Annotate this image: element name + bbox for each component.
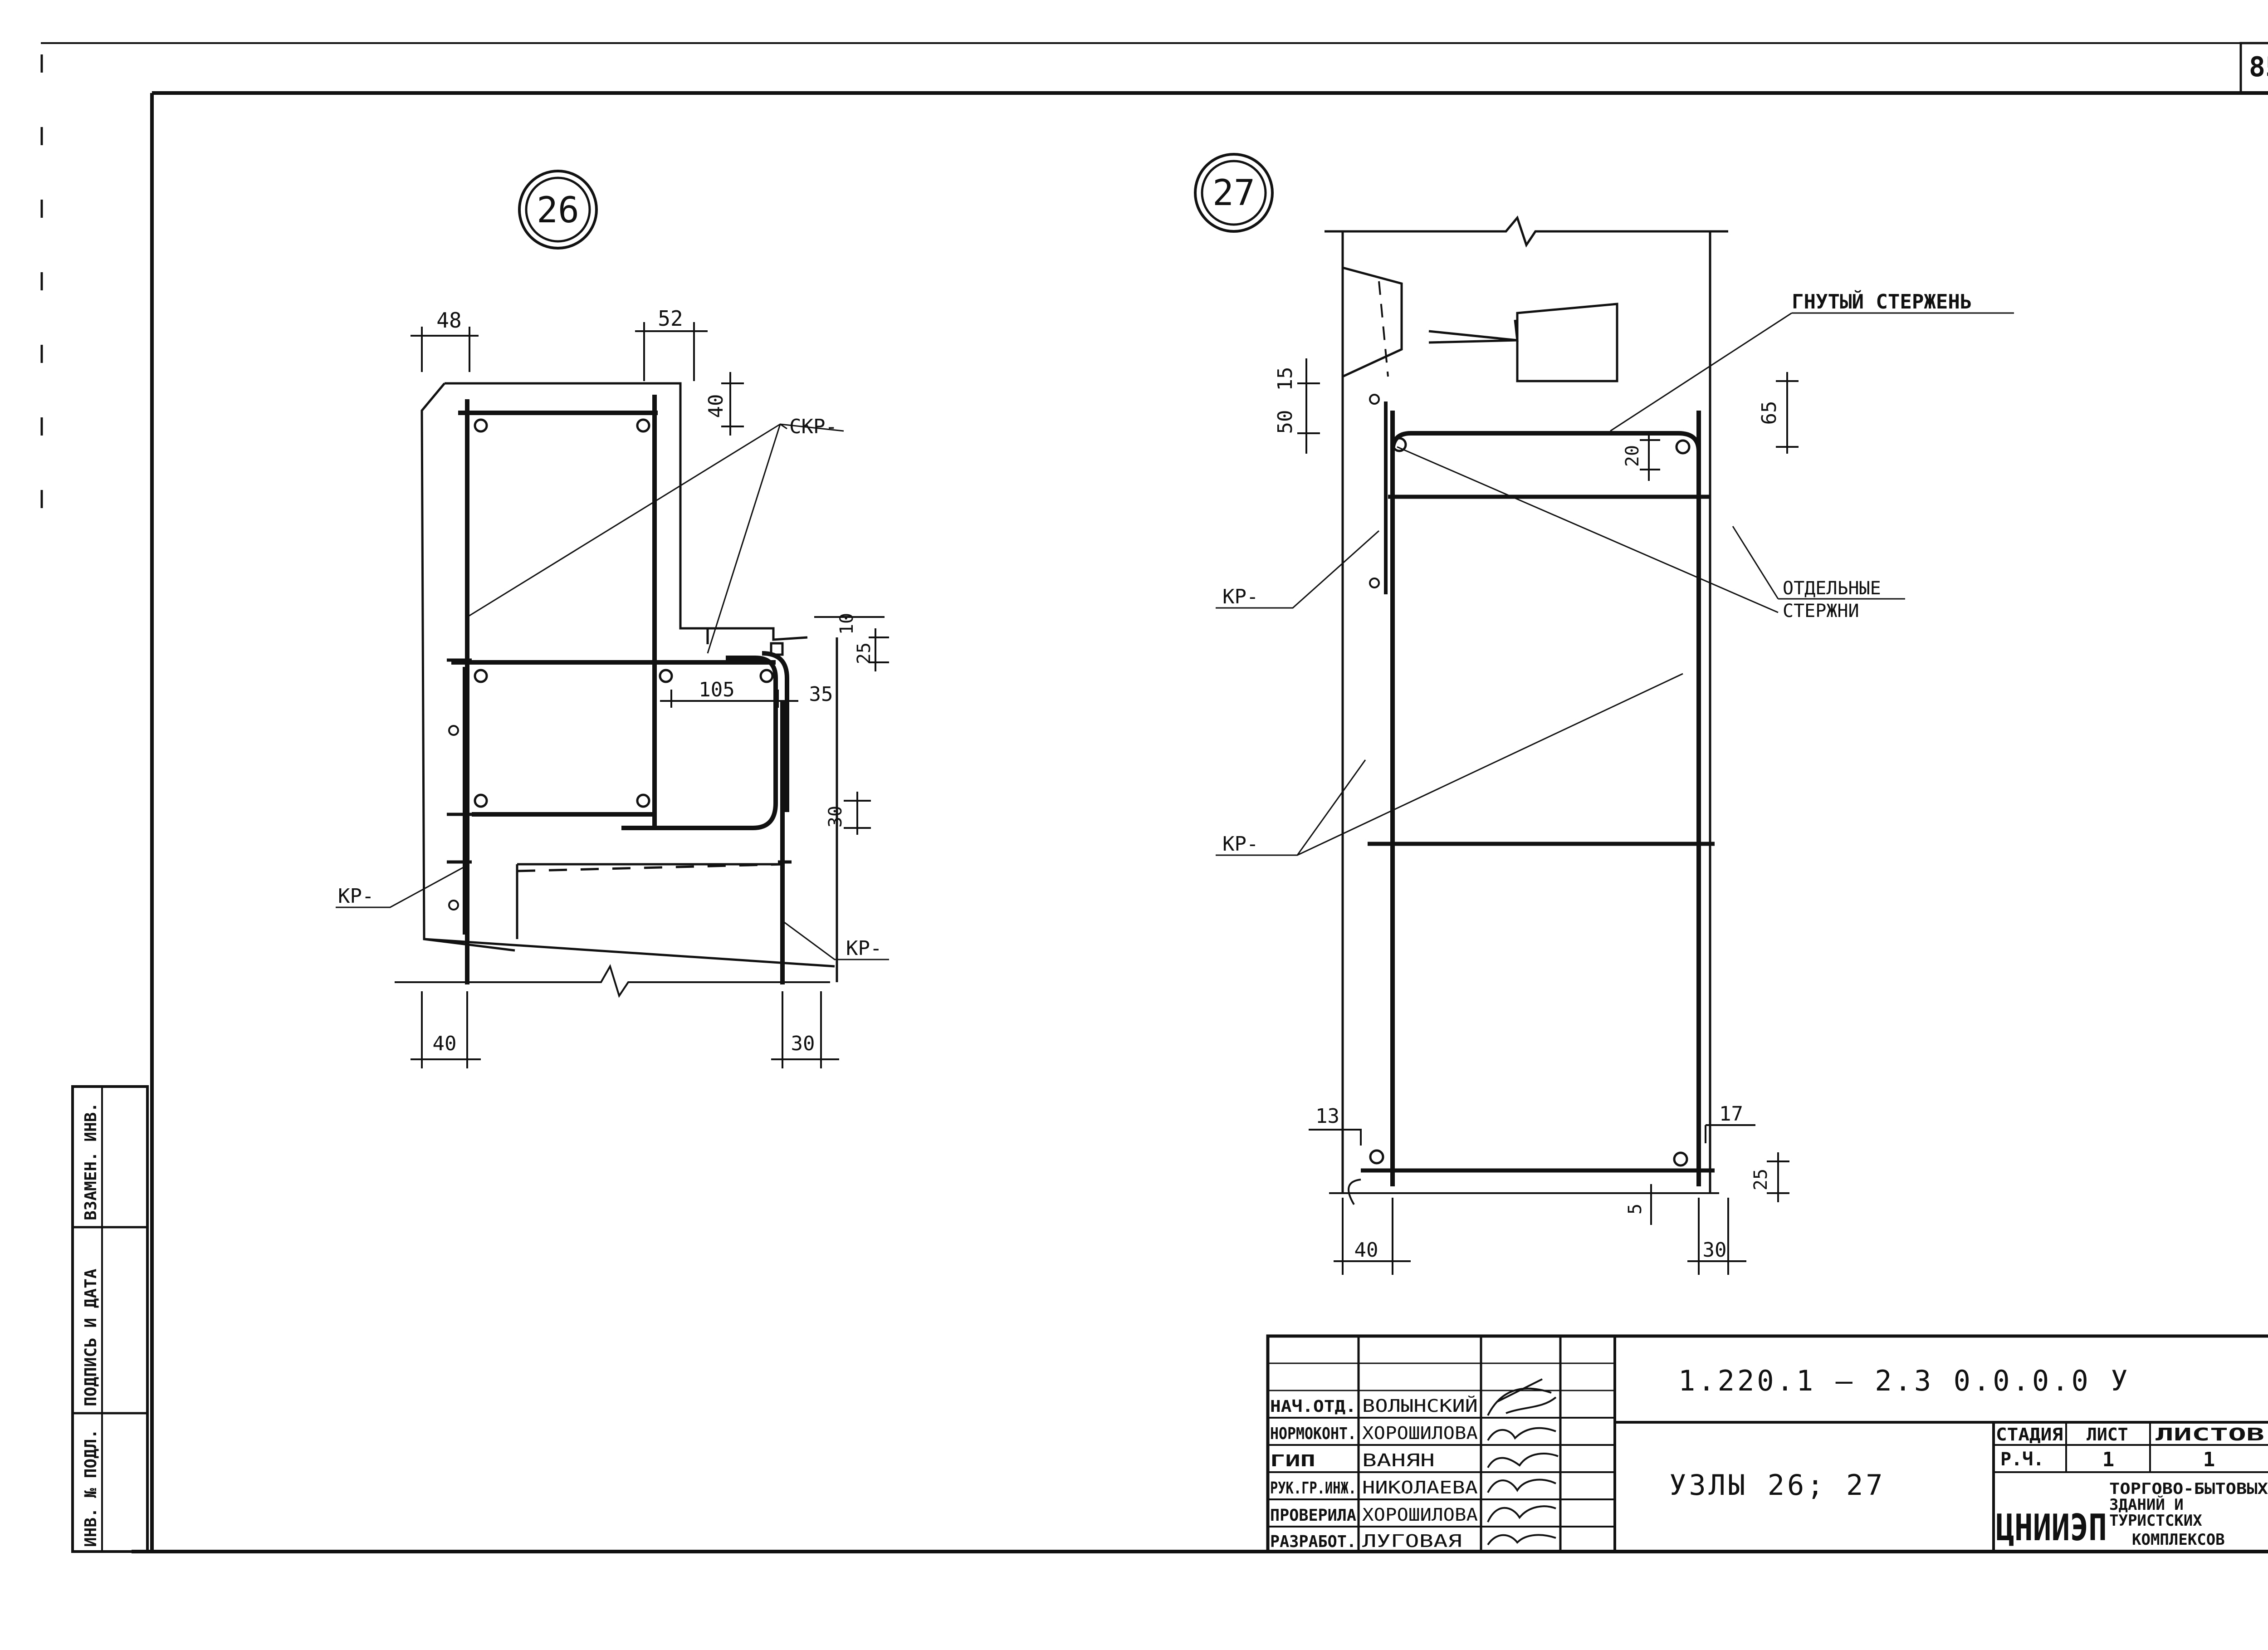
stage-header: СТАДИЯ [1996,1425,2063,1444]
signature-row: НОРМОКОНТ. ХОРОШИЛОВА [1270,1423,1478,1443]
svg-text:30: 30 [1703,1239,1727,1262]
drawing-title: УЗЛЫ 26; 27 [1669,1469,1886,1502]
svg-text:ВАНЯН: ВАНЯН [1362,1450,1435,1470]
signature-row: НАЧ.ОТД. ВОЛЫНСКИЙ [1270,1396,1478,1416]
svg-text:52: 52 [658,306,683,331]
node-26-callout-skr: СКР- [789,415,837,438]
svg-text:20: 20 [1622,445,1643,467]
node-26-callout-kr-right: КР- [846,937,882,960]
organization-name: ЦНИИЭП [1996,1507,2107,1549]
svg-text:25: 25 [1750,1169,1771,1190]
svg-text:35: 35 [809,683,833,706]
svg-text:30: 30 [791,1032,815,1055]
svg-text:65: 65 [1758,401,1781,425]
svg-text:40: 40 [704,394,728,418]
node-26-label: 26 [518,170,598,250]
sheet-header: ЛИСТ [2087,1425,2128,1444]
svg-text:НИКОЛАЕВА: НИКОЛАЕВА [1362,1478,1478,1498]
organization-desc-1: ТОРГОВО-БЫТОВЫХ [2109,1480,2268,1498]
svg-text:40: 40 [1354,1239,1378,1262]
stamp-inventory-no: ИНВ. № ПОДЛ. [82,1429,100,1547]
svg-text:27: 27 [1212,173,1255,214]
svg-text:10: 10 [836,613,857,635]
signature-row: ГИП ВАНЯН [1270,1450,1435,1470]
node-27-drawing: 27 50 15 65 20 [1194,153,2014,1275]
node-27-callout-separate-1: ОТДЕЛЬНЫЕ [1783,578,1881,599]
svg-text:ХОРОШИЛОВА: ХОРОШИЛОВА [1362,1505,1478,1525]
node-26-drawing: 26 [336,170,889,1068]
node-26-callout-kr-left: КР- [338,885,374,908]
sheets-value: 1 [2203,1448,2215,1471]
svg-text:ЛУГОВАЯ: ЛУГОВАЯ [1362,1531,1462,1551]
organization-desc-4: КОМПЛЕКСОВ [2132,1531,2225,1549]
svg-text:ВОЛЫНСКИЙ: ВОЛЫНСКИЙ [1362,1396,1478,1416]
page-number: 85 [2249,51,2268,83]
svg-text:НАЧ.ОТД.: НАЧ.ОТД. [1270,1397,1356,1416]
signature-row: РУК.ГР.ИНЖ. НИКОЛАЕВА [1270,1478,1478,1498]
node-27-callout-kr-mid: КР- [1222,832,1258,856]
svg-text:50: 50 [1274,410,1297,434]
svg-text:ПРОВЕРИЛА: ПРОВЕРИЛА [1270,1506,1356,1525]
svg-text:РУК.ГР.ИНЖ.: РУК.ГР.ИНЖ. [1270,1479,1356,1498]
signature-marks [1487,1378,1559,1546]
svg-text:105: 105 [699,678,734,701]
svg-text:15: 15 [1274,367,1297,391]
stamp-signature-date: ПОДПИСЬ И ДАТА [82,1268,100,1406]
svg-text:48: 48 [436,308,461,333]
organization-desc-2: ЗДАНИЙ И [2109,1495,2184,1514]
node-27-label: 27 [1194,153,1274,233]
stamp-replace-inv: ВЗАМЕН. ИНВ. [82,1102,100,1220]
svg-text:13: 13 [1315,1105,1339,1128]
document-code: 1.220.1 — 2.3 0.0.0.0 У [1678,1364,2131,1397]
svg-text:5: 5 [1625,1204,1646,1214]
svg-text:40: 40 [433,1032,457,1055]
stage-value: Р.Ч. [2000,1449,2044,1470]
organization-desc-3: ТУРИСТСКИХ [2109,1512,2202,1530]
page-number-box: 85 [2239,42,2268,94]
node-27-callout-kr-top: КР- [1222,585,1258,608]
svg-text:ХОРОШИЛОВА: ХОРОШИЛОВА [1362,1423,1478,1443]
sheets-header: ЛИСТОВ [2156,1425,2264,1444]
sheet-value: 1 [2102,1448,2115,1471]
svg-text:26: 26 [537,190,579,231]
node-27-callout-separate-2: СТЕРЖНИ [1783,601,1859,622]
svg-text:НОРМОКОНТ.: НОРМОКОНТ. [1270,1425,1356,1443]
svg-text:30: 30 [825,806,846,827]
svg-text:РАЗРАБОТ.: РАЗРАБОТ. [1270,1532,1356,1551]
node-27-callout-bent-bar: ГНУТЫЙ СТЕРЖЕНЬ [1792,289,1972,313]
title-block [1266,1334,2268,1553]
signature-table: НАЧ.ОТД. ВОЛЫНСКИЙ НОРМОКОНТ. ХОРОШИЛОВА… [1270,1396,1478,1551]
svg-text:25: 25 [854,642,875,664]
signature-row: ПРОВЕРИЛА ХОРОШИЛОВА [1270,1505,1478,1525]
svg-text:17: 17 [1719,1102,1743,1126]
side-stamp: ВЗАМЕН. ИНВ. ПОДПИСЬ И ДАТА ИНВ. № ПОДЛ. [71,1085,149,1553]
svg-text:ГИП: ГИП [1270,1452,1315,1470]
signature-row: РАЗРАБОТ. ЛУГОВАЯ [1270,1531,1462,1551]
